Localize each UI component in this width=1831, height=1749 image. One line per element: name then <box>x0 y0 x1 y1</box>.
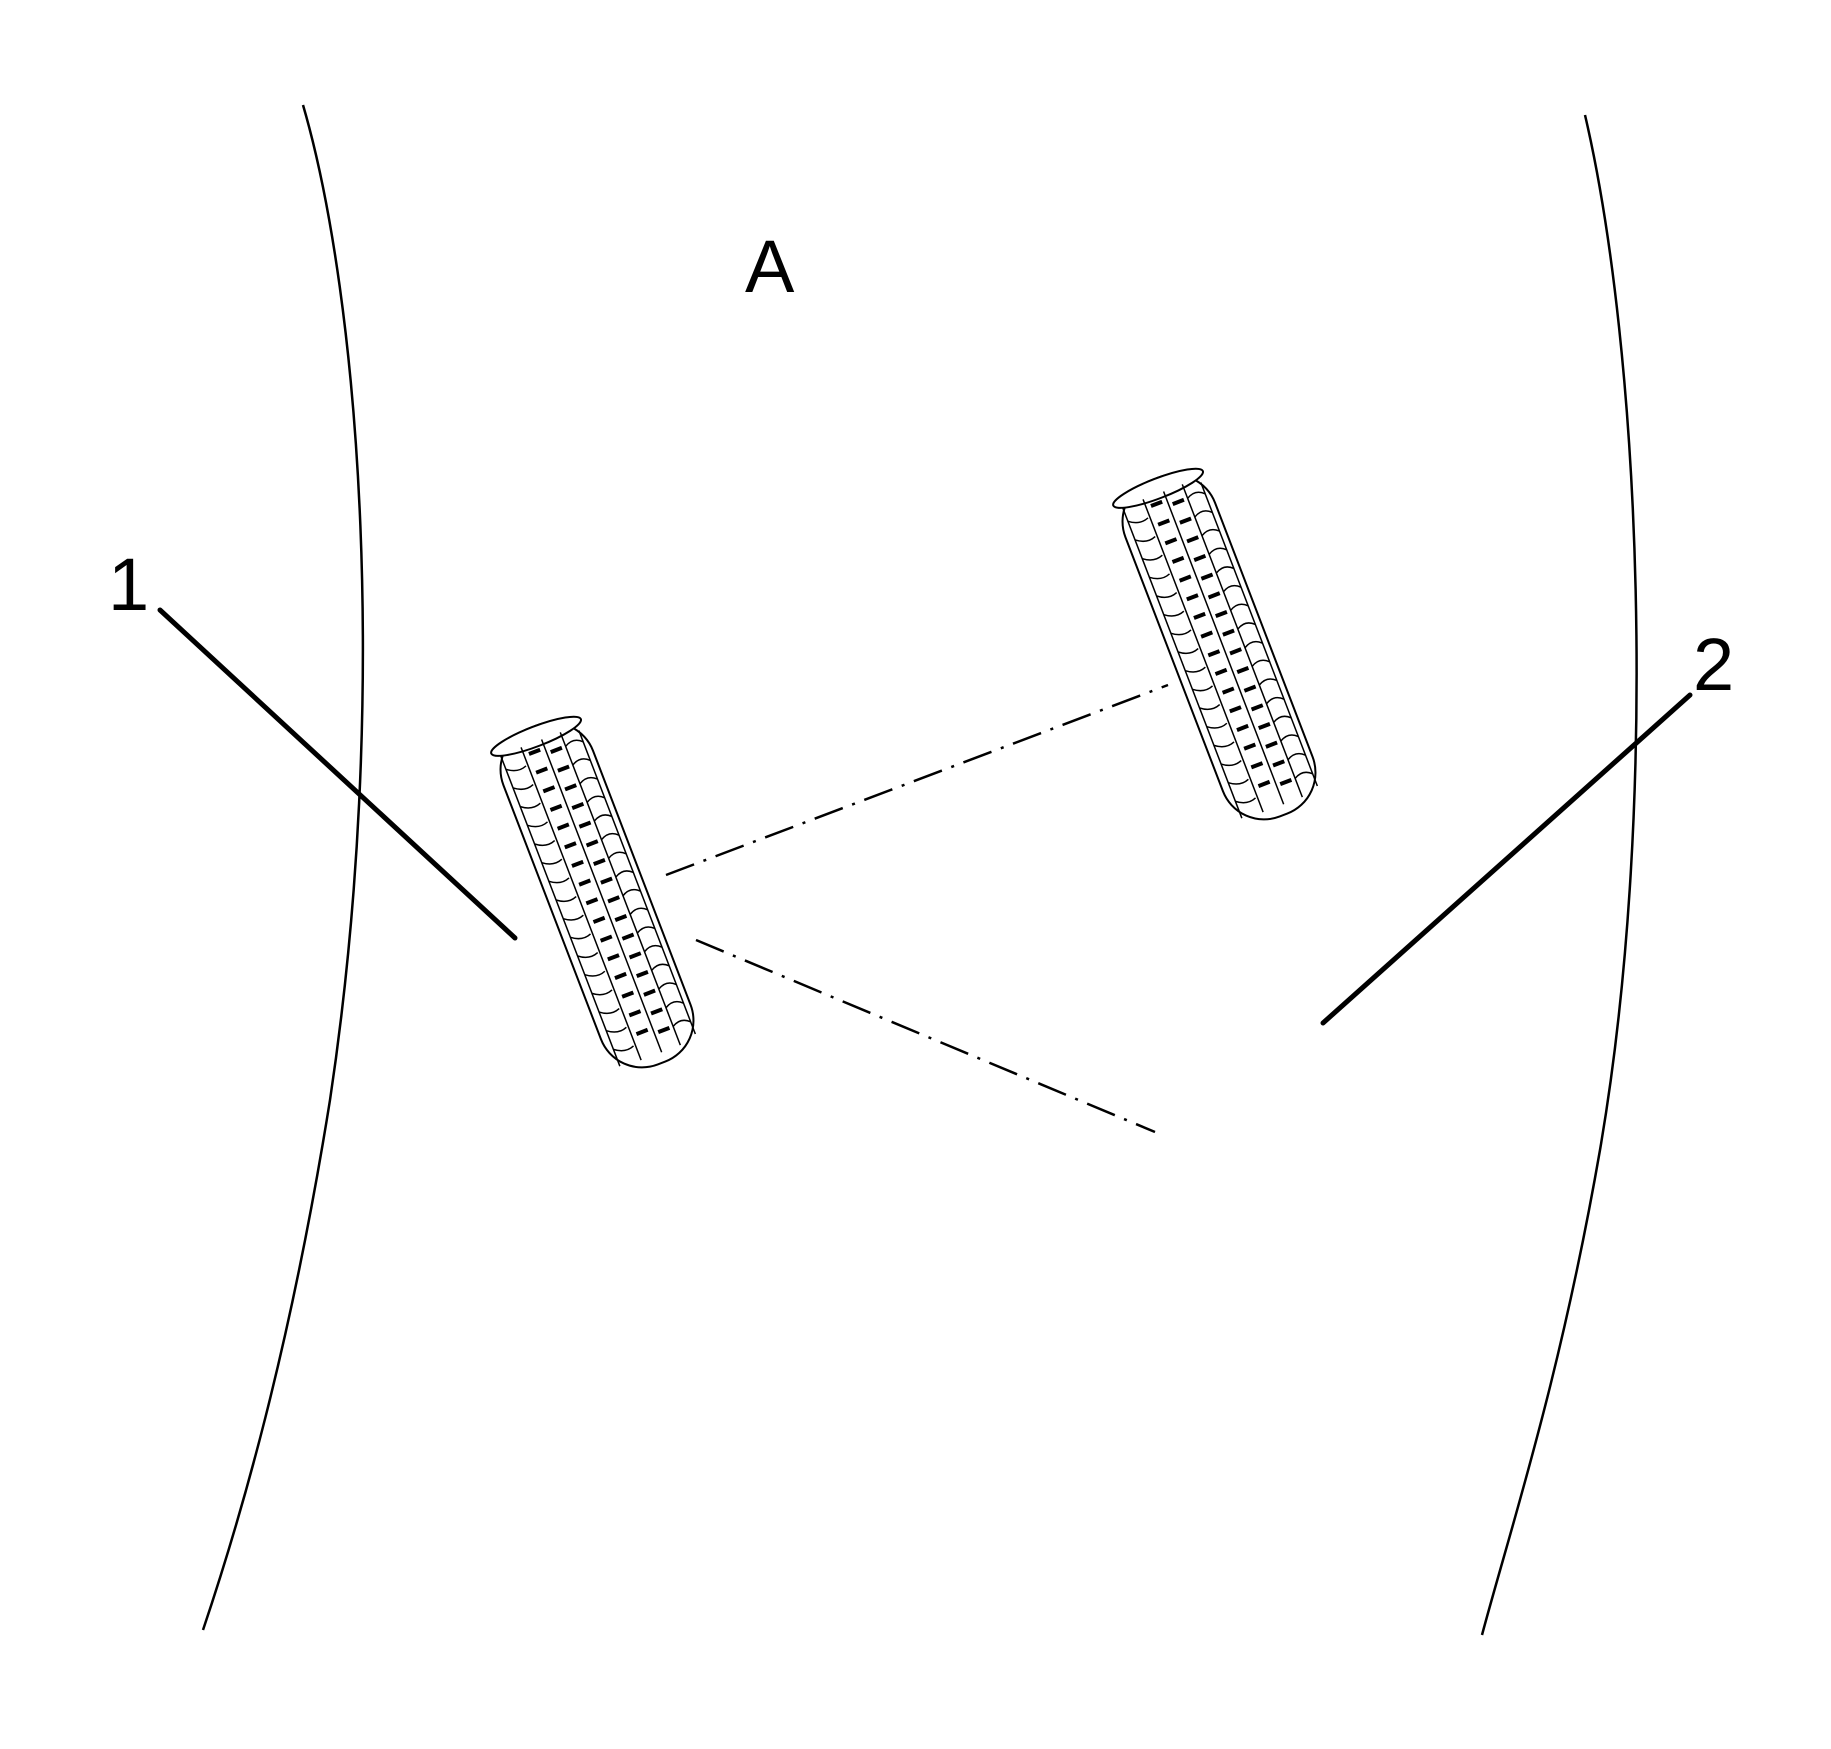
tire-left <box>486 708 708 1082</box>
callout-label-1: 1 <box>108 543 149 626</box>
leader-line-1 <box>157 607 518 941</box>
road-edge-left <box>201 104 365 1631</box>
road-edge-right <box>1480 114 1638 1636</box>
wheel-axis-line <box>665 683 1169 877</box>
reference-axis-line <box>695 938 1156 1134</box>
view-label: A <box>745 225 795 308</box>
callout-label-2: 2 <box>1693 623 1734 706</box>
tire-right <box>1108 460 1330 834</box>
leader-line-2 <box>1320 692 1693 1026</box>
